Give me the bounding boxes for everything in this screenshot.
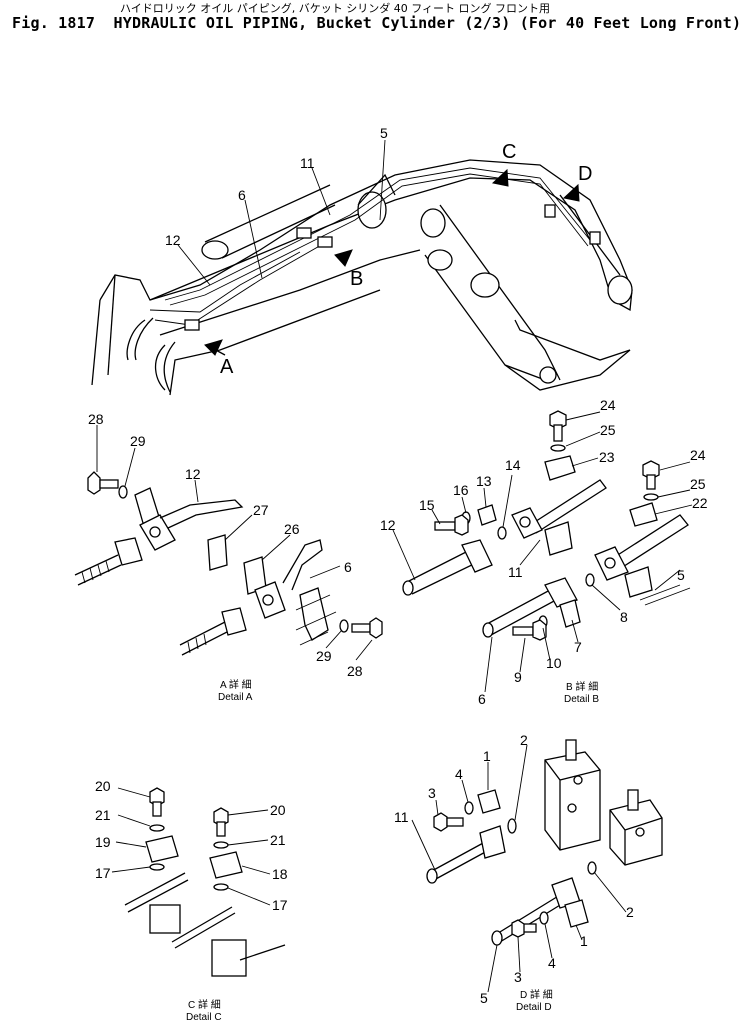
callout: 27 — [253, 502, 269, 518]
callout: 4 — [548, 955, 556, 971]
callout: 4 — [455, 766, 463, 782]
callout: 13 — [476, 473, 492, 489]
callout: 5 — [677, 567, 685, 583]
callout: 5 — [380, 125, 388, 141]
arrow-label-a: A — [220, 356, 234, 378]
detail-a-caption-en: Detail A — [218, 692, 253, 703]
callout: 24 — [600, 397, 616, 413]
callout: 12 — [380, 517, 396, 533]
callout: 15 — [419, 497, 435, 513]
callout: 11 — [508, 564, 523, 580]
callout: 5 — [480, 990, 488, 1006]
callout: 7 — [574, 639, 582, 655]
callout: 11 — [300, 155, 315, 171]
callout: 8 — [620, 609, 628, 625]
callout: 6 — [238, 187, 246, 203]
detail-d-caption-en: Detail D — [516, 1002, 552, 1013]
detail-c: 20 21 19 17 20 21 18 17 C 詳 細 Detail C — [95, 778, 288, 1023]
detail-a-caption-jp: A 詳 細 — [220, 678, 252, 691]
title-japanese: ハイドロリック オイル パイピング, バケット シリンダ 40 フィート ロング… — [120, 2, 551, 15]
callout: 1 — [483, 748, 491, 764]
main-view: A B C D 5 11 6 12 — [91, 125, 633, 396]
callout: 26 — [284, 521, 300, 537]
callout: 28 — [88, 411, 104, 427]
arrow-label-d: D — [578, 163, 592, 185]
callout: 18 — [272, 866, 288, 882]
callout: 17 — [95, 865, 111, 881]
callout: 3 — [514, 969, 522, 985]
callout: 14 — [505, 457, 521, 473]
arrow-label-b: B — [350, 268, 363, 290]
callout: 11 — [394, 809, 409, 825]
callout: 3 — [428, 785, 436, 801]
callout: 1 — [580, 933, 588, 949]
callout: 25 — [690, 476, 706, 492]
callout: 21 — [95, 807, 111, 823]
callout: 17 — [272, 897, 288, 913]
callout: 20 — [95, 778, 111, 794]
callout: 2 — [520, 732, 528, 748]
callout: 19 — [95, 834, 111, 850]
callout: 28 — [347, 663, 363, 679]
callout: 6 — [344, 559, 352, 575]
callout: 24 — [690, 447, 706, 463]
callout: 6 — [478, 691, 486, 707]
callout: 20 — [270, 802, 286, 818]
detail-c-caption-jp: C 詳 細 — [188, 998, 221, 1011]
detail-c-caption-en: Detail C — [186, 1012, 222, 1023]
figure-title: Fig. 1817 HYDRAULIC OIL PIPING, Bucket C… — [12, 14, 741, 32]
callout: 21 — [270, 832, 286, 848]
detail-d: 2 1 4 3 11 2 1 4 3 5 D 詳 細 Detail D — [394, 732, 663, 1013]
figure-description: HYDRAULIC OIL PIPING, Bucket Cylinder (2… — [113, 14, 742, 32]
callout: 16 — [453, 482, 469, 498]
detail-d-caption-jp: D 詳 細 — [520, 988, 553, 1001]
callout: 12 — [185, 466, 201, 482]
figure-number: Fig. 1817 — [12, 14, 96, 32]
callout: 12 — [165, 232, 181, 248]
detail-b-caption-en: Detail B — [564, 694, 599, 705]
detail-b-caption-jp: B 詳 細 — [566, 680, 598, 693]
callout: 29 — [130, 433, 146, 449]
callout: 10 — [546, 655, 562, 671]
detail-b: 24 25 23 14 13 16 15 12 11 24 25 22 5 8 … — [380, 397, 708, 707]
callout: 2 — [626, 904, 634, 920]
arrow-label-c: C — [502, 141, 516, 163]
detail-a: 28 29 12 27 26 6 29 28 A 詳 細 Detail A — [74, 411, 383, 703]
callout: 22 — [692, 495, 708, 511]
callout: 9 — [514, 669, 522, 685]
callout: 23 — [599, 449, 615, 465]
callout: 29 — [316, 648, 332, 664]
callout: 25 — [600, 422, 616, 438]
